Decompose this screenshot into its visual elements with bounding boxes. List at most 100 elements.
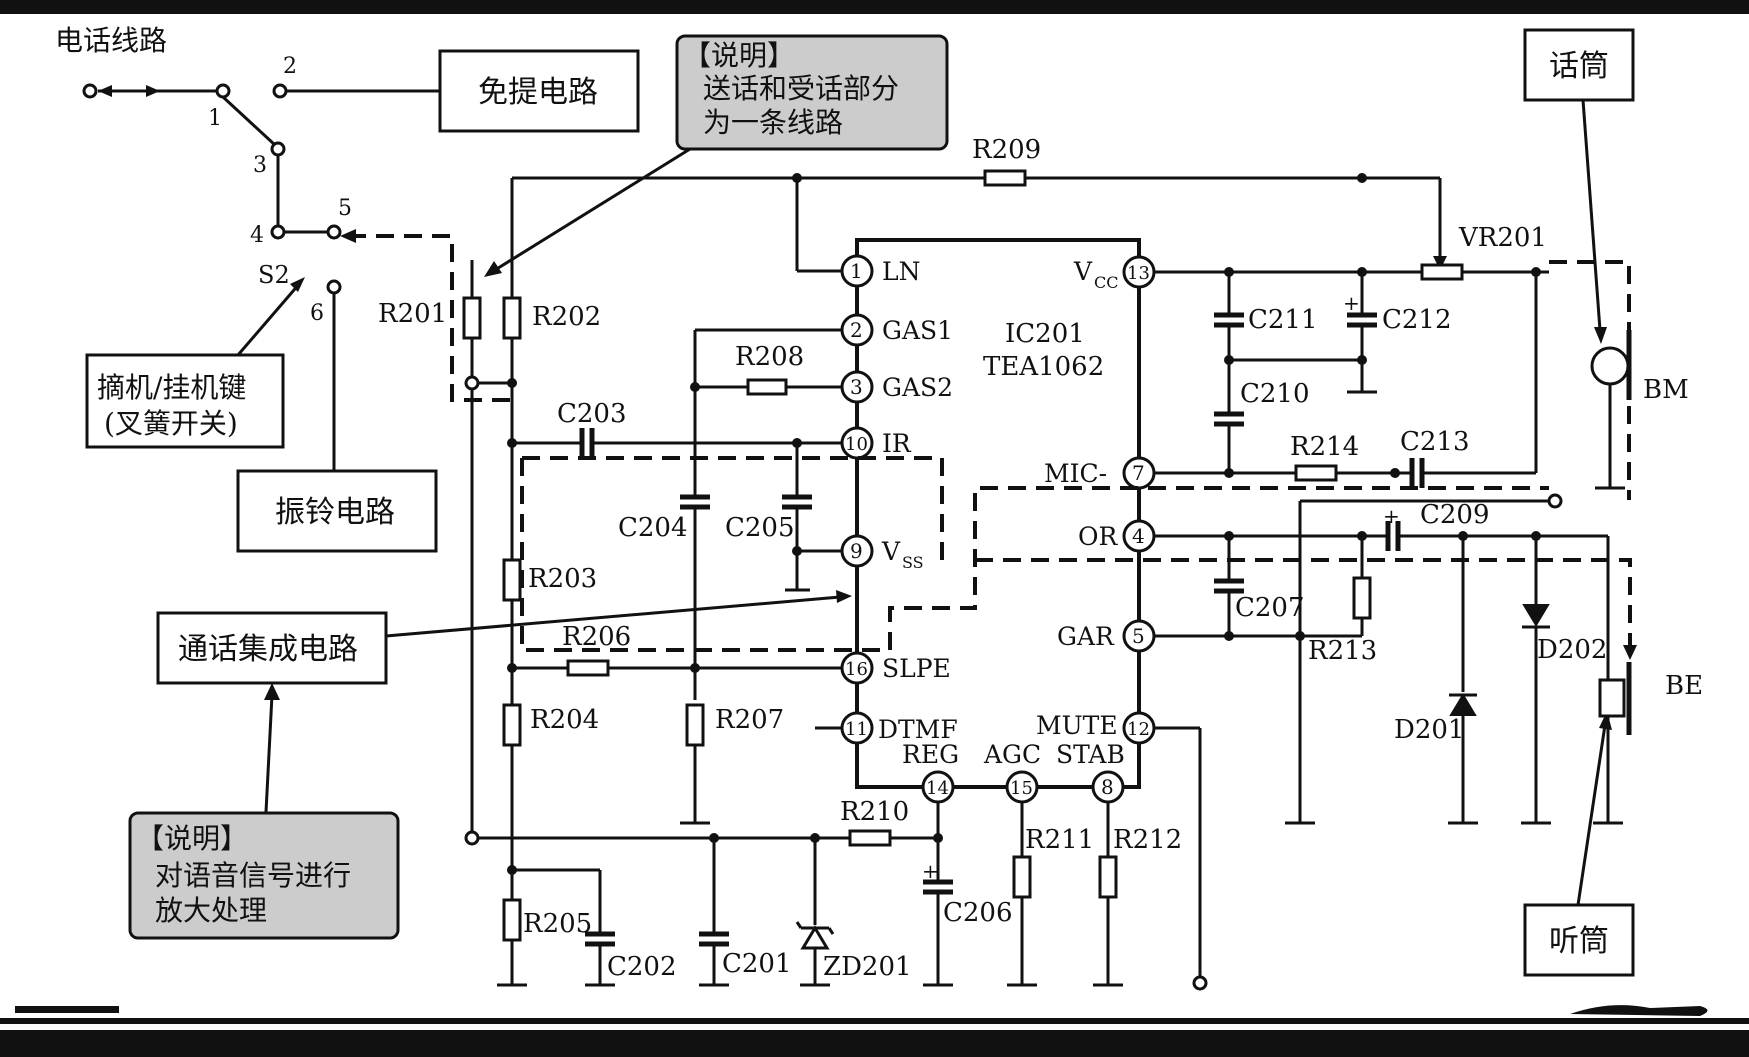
mic-box — [1523, 28, 1635, 102]
handsfree-label: 免提电路 — [478, 75, 598, 110]
ic201-part: TEA1062 — [983, 352, 1104, 382]
resistor-r213 — [1352, 576, 1372, 620]
pin-2: 2 GAS1 — [840, 313, 953, 347]
earpiece-be — [1598, 678, 1626, 718]
bottom-frame-line — [0, 1018, 1749, 1024]
r213-label: R213 — [1308, 636, 1377, 666]
svg-text:15: 15 — [1010, 778, 1033, 799]
call-ic-box — [156, 611, 388, 685]
switch-num-2: 2 — [283, 54, 297, 79]
svg-text:13: 13 — [1127, 263, 1150, 284]
signal-path-line — [348, 234, 510, 402]
c212-label: C212 — [1382, 305, 1452, 335]
pin-15: 15 AGC — [983, 740, 1041, 804]
svg-text:GAS1: GAS1 — [882, 316, 953, 345]
ic201-name: IC201 — [1005, 319, 1085, 349]
bm-label: BM — [1643, 375, 1689, 405]
resistor-r212 — [1098, 855, 1118, 899]
resistor-r203 — [502, 558, 522, 602]
pin-11: 11 DTMF — [840, 711, 958, 745]
pin-7: 7 MIC- — [1044, 456, 1156, 490]
note1-line2: 为一条线路 — [703, 106, 843, 139]
line-terminal — [82, 83, 98, 99]
svg-text:4: 4 — [1132, 524, 1145, 548]
svg-text:MIC-: MIC- — [1044, 459, 1107, 488]
phone-line-label: 电话线路 — [55, 24, 167, 57]
svg-text:+: + — [922, 859, 939, 883]
hook-key-label-1: 摘机/挂机键 — [97, 371, 246, 404]
c207-label: C207 — [1235, 593, 1305, 623]
switch-num-3: 3 — [253, 153, 267, 178]
svg-text:OR: OR — [1078, 522, 1118, 551]
svg-text:DTMF: DTMF — [878, 715, 958, 744]
svg-text:CC: CC — [1094, 273, 1118, 292]
r209-label: R209 — [972, 135, 1041, 165]
pin-13: 13 V CC — [1073, 255, 1156, 292]
bottom-right-mark — [1570, 1005, 1708, 1016]
svg-text:REG: REG — [902, 740, 959, 769]
r203-label: R203 — [528, 564, 597, 594]
pin-8: 8 STAB — [1056, 740, 1125, 804]
earpiece-box — [1523, 903, 1635, 977]
svg-text:12: 12 — [1127, 719, 1150, 740]
svg-text:5: 5 — [1132, 624, 1145, 648]
svg-text:3: 3 — [850, 375, 863, 399]
switch-num-1: 1 — [208, 106, 222, 131]
r212-label: R212 — [1113, 825, 1182, 855]
note1-line1: 送话和受话部分 — [703, 72, 899, 105]
s2-label: S2 — [258, 261, 290, 289]
pin-12: 12 MUTE — [1036, 711, 1156, 745]
c206-label: C206 — [943, 898, 1013, 928]
svg-text:GAR: GAR — [1057, 622, 1115, 651]
pin-9: 9 V SS — [840, 534, 924, 572]
ring-label: 振铃电路 — [275, 495, 395, 530]
r214-label: R214 — [1290, 432, 1359, 462]
svg-text:+: + — [1383, 504, 1400, 528]
note1-box — [675, 34, 949, 151]
pin-4: 4 OR — [1078, 519, 1156, 553]
svg-text:10: 10 — [845, 434, 868, 455]
resistor-r206 — [566, 659, 610, 677]
pin-16: 16 SLPE — [840, 651, 951, 685]
switch-terminal-4 — [270, 224, 286, 240]
pin-5: 5 GAR — [1057, 619, 1156, 653]
svg-text:V: V — [881, 537, 901, 566]
note2-line1: 对语音信号进行 — [155, 859, 351, 892]
svg-text:SLPE: SLPE — [882, 654, 951, 683]
r211-label: R211 — [1025, 825, 1094, 855]
svg-text:IR: IR — [882, 429, 912, 458]
svg-text:14: 14 — [926, 778, 949, 799]
resistor-r211 — [1012, 855, 1032, 899]
be-label: BE — [1665, 671, 1703, 701]
switch-terminal-1 — [215, 83, 231, 99]
resistor-r201 — [462, 296, 482, 340]
r207-label: R207 — [715, 705, 784, 735]
switch-num-4: 4 — [250, 223, 264, 248]
r202-label: R202 — [532, 302, 601, 332]
zd201-label: ZD201 — [823, 952, 912, 982]
svg-text:GAS2: GAS2 — [882, 373, 953, 402]
svg-text:LN: LN — [882, 257, 920, 286]
c204-label: C204 — [618, 513, 688, 543]
svg-text:16: 16 — [845, 659, 868, 680]
top-frame-bar — [0, 0, 1749, 14]
resistor-r207 — [685, 703, 705, 747]
ring-box — [236, 469, 438, 553]
r201-label: R201 — [378, 299, 447, 329]
svg-text:AGC: AGC — [983, 740, 1041, 769]
bottom-left-mark — [15, 1006, 119, 1013]
note2-box — [128, 811, 400, 940]
variable-resistor-vr201 — [1420, 263, 1464, 281]
note2-line2: 放大处理 — [155, 894, 267, 927]
svg-text:V: V — [1073, 257, 1093, 286]
note2-title: 【说明】 — [136, 822, 248, 855]
resistor-r205 — [502, 898, 522, 942]
hook-key-label-2: (叉簧开关) — [104, 407, 238, 440]
microphone-bm — [1590, 346, 1630, 386]
pin-1: 1 LN — [840, 254, 920, 288]
c210-label: C210 — [1240, 379, 1310, 409]
resistor-r208 — [746, 378, 788, 396]
resistor-r202 — [502, 296, 522, 340]
call-ic-label: 通话集成电路 — [178, 632, 358, 667]
